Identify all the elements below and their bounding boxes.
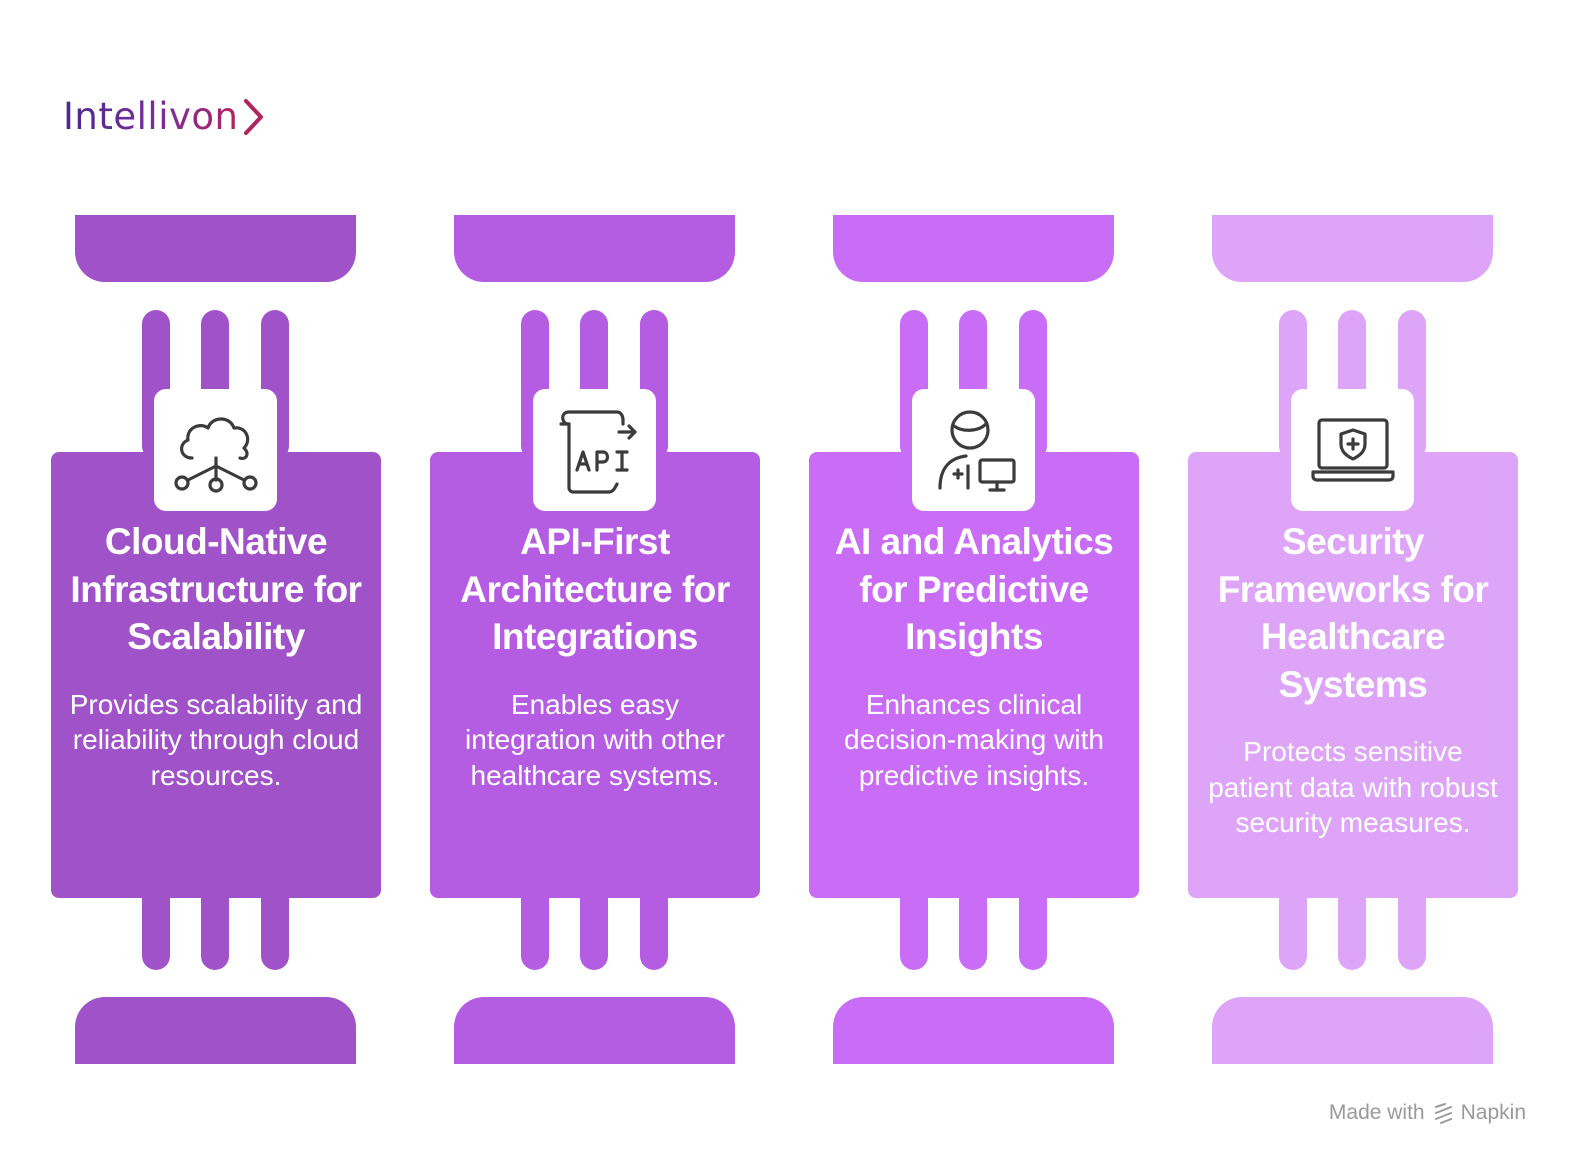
pillar-cloud-native: Cloud-Native Infrastructure for Scalabil… [51,0,381,1176]
api-document-icon [558,410,637,494]
pillar-capital-bottom [454,997,735,1064]
pillar-card: Security Frameworks for Healthcare Syste… [1188,452,1518,898]
pillar-capital-bottom [833,997,1114,1064]
pillar-icon-box [154,389,277,511]
pillar-title: Cloud-Native Infrastructure for Scalabil… [70,521,362,657]
pillar-capital-top [1212,215,1493,282]
pillar-description: Enables easy integration with other heal… [465,688,725,791]
pillar-title: API-First Architecture for Integrations [460,521,730,657]
pillar-capital-bottom [75,997,356,1064]
pillar-description: Enhances clinical decision-making with p… [844,688,1104,791]
pillar-icon-box [912,389,1035,511]
pillar-icon-box [533,389,656,511]
pillar-card: Cloud-Native Infrastructure for Scalabil… [51,452,381,898]
chevron-right-icon [244,99,264,135]
pillar-api-first: API-First Architecture for Integrations … [430,0,760,1176]
pillar-title: Security Frameworks for Healthcare Syste… [1217,521,1489,705]
cloud-network-icon [173,417,258,493]
napkin-logo-icon [1434,1103,1452,1124]
laptop-shield-icon [1310,418,1395,482]
napkin-label: Napkin [1460,1101,1526,1124]
pillar-capital-top [833,215,1114,282]
doctor-computer-icon [937,410,1016,492]
pillar-ai-analytics: AI and Analytics for Predictive Insights… [809,0,1139,1176]
made-with-label: Made with [1328,1101,1425,1124]
brand-logo: Intellivon [63,92,266,142]
pillar-description: Protects sensitive patient data with rob… [1208,736,1498,838]
pillar-icon-box [1291,389,1414,511]
brand-name: Intellivon [63,92,238,142]
pillar-capital-bottom [1212,997,1493,1064]
made-with-napkin: Made with Napkin [1329,1097,1526,1129]
pillar-security: Security Frameworks for Healthcare Syste… [1188,0,1518,1176]
pillar-capital-top [454,215,735,282]
pillar-card: API-First Architecture for Integrations … [430,452,760,898]
pillar-capital-top [75,215,356,282]
pillar-card: AI and Analytics for Predictive Insights… [809,452,1139,898]
pillar-description: Provides scalability and reliability thr… [69,688,363,791]
pillar-title: AI and Analytics for Predictive Insights [834,521,1114,657]
